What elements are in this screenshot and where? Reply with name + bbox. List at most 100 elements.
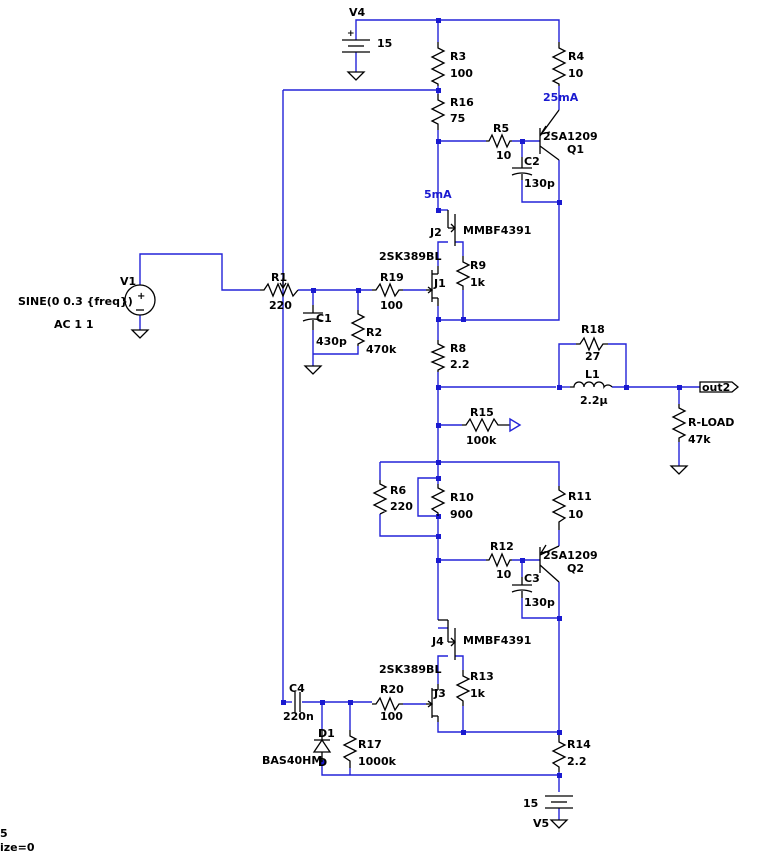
label-r19-value: 100 <box>380 299 403 312</box>
label-r12-value: 10 <box>496 568 512 581</box>
label-r14: R14 <box>567 738 591 751</box>
ground-c1 <box>303 365 323 375</box>
label-c4-value: 220n <box>283 710 314 723</box>
svg-text:+: + <box>137 291 145 302</box>
label-d1: D1 <box>318 727 335 740</box>
resistor-r4 <box>551 42 567 86</box>
potentiometer-r1 <box>260 278 299 298</box>
labels: V4 15 R3 100 R4 10 R16 75 25mA R5 10 2SA… <box>0 6 734 853</box>
label-j3-type: 2SK389BL <box>379 663 441 676</box>
label-q2: Q2 <box>567 562 584 575</box>
label-v4: V4 <box>349 6 366 19</box>
label-r11: R11 <box>568 490 592 503</box>
resistor-r8 <box>430 340 446 372</box>
resistor-r3 <box>430 42 446 86</box>
label-r15: R15 <box>470 406 494 419</box>
label-r1-value: 220 <box>269 299 292 312</box>
resistor-r9 <box>455 256 471 290</box>
directive-fragment-1: 5 <box>0 827 8 840</box>
resistor-r16 <box>430 94 446 130</box>
source-v1: + <box>124 284 156 316</box>
resistor-r5 <box>486 133 512 149</box>
ground-v1 <box>130 329 150 339</box>
label-r-load-value: 47k <box>688 433 711 446</box>
label-l1: L1 <box>585 368 600 381</box>
jfet-j4 <box>438 619 456 660</box>
label-r20: R20 <box>380 683 404 696</box>
transistor-q2 <box>539 544 560 583</box>
label-r15-value: 100k <box>466 434 497 447</box>
label-r18: R18 <box>581 323 605 336</box>
ground-v4 <box>346 71 366 81</box>
label-r6: R6 <box>390 484 406 497</box>
resistor-r11 <box>551 486 567 530</box>
label-r12: R12 <box>490 540 514 553</box>
ground-rload <box>669 465 689 475</box>
resistor-r12 <box>486 552 512 568</box>
resistor-r13 <box>455 670 471 706</box>
label-r16: R16 <box>450 96 474 109</box>
label-r2: R2 <box>366 326 382 339</box>
label-r11-value: 10 <box>568 508 584 521</box>
battery-v5 <box>545 795 573 809</box>
label-r4-value: 10 <box>568 67 584 80</box>
label-r18-value: 27 <box>585 350 600 363</box>
resistor-r17 <box>342 730 358 768</box>
label-r13: R13 <box>470 670 494 683</box>
jfet-j3 <box>426 684 439 722</box>
label-r14-value: 2.2 <box>567 755 587 768</box>
resistor-r15 <box>462 417 510 433</box>
resistor-r10 <box>430 484 446 516</box>
label-r10: R10 <box>450 491 474 504</box>
label-c2: C2 <box>524 155 540 168</box>
ground-v5 <box>549 819 569 829</box>
label-v4-value: 15 <box>377 37 392 50</box>
resistor-r-load <box>671 404 687 442</box>
arrow-r15 <box>509 417 522 433</box>
label-c1-value: 430p <box>316 335 347 348</box>
label-q1-type: 2SA1209 <box>543 130 598 143</box>
diode-d1 <box>312 730 332 762</box>
resistor-r20 <box>372 696 403 712</box>
inductor-l1 <box>570 381 613 389</box>
resistor-r6 <box>372 480 388 515</box>
label-r1: R1 <box>271 271 287 284</box>
label-r3: R3 <box>450 50 466 63</box>
label-r20-value: 100 <box>380 710 403 723</box>
label-v1: V1 <box>120 275 136 288</box>
label-j1-type: 2SK389BL <box>379 250 441 263</box>
label-r8-value: 2.2 <box>450 358 470 371</box>
label-q1: Q1 <box>567 143 584 156</box>
annotation-q1-current: 25mA <box>543 91 579 104</box>
battery-v4: + <box>342 29 370 53</box>
label-r-load: R-LOAD <box>688 416 734 429</box>
label-c2-value: 130p <box>524 177 555 190</box>
label-j4-type: MMBF4391 <box>463 634 531 647</box>
label-r10-value: 900 <box>450 508 473 521</box>
resistor-r2 <box>350 310 366 346</box>
label-c3: C3 <box>524 572 540 585</box>
resistor-r14 <box>551 735 567 772</box>
label-l1-value: 2.2µ <box>580 394 608 407</box>
label-v5-value: 15 <box>523 797 538 810</box>
label-r17: R17 <box>358 738 382 751</box>
label-c1: C1 <box>316 312 332 325</box>
label-r5: R5 <box>493 122 509 135</box>
label-r19: R19 <box>380 271 404 284</box>
label-j3: J3 <box>433 687 446 700</box>
label-q2-type: 2SA1209 <box>543 549 598 562</box>
label-v5: V5 <box>533 817 549 830</box>
label-r5-value: 10 <box>496 149 512 162</box>
capacitor-c3 <box>511 577 533 598</box>
svg-text:+: + <box>347 29 355 39</box>
wires <box>139 19 700 820</box>
resistor-r19 <box>372 282 403 298</box>
label-r9: R9 <box>470 259 486 272</box>
label-out2: out2 <box>702 381 730 394</box>
label-r9-value: 1k <box>470 276 486 289</box>
capacitor-c4 <box>294 692 301 712</box>
annotation-j2-current: 5mA <box>424 188 452 201</box>
label-j1: J1 <box>433 277 446 290</box>
jfet-j2 <box>447 210 456 246</box>
label-r2-value: 470k <box>366 343 397 356</box>
